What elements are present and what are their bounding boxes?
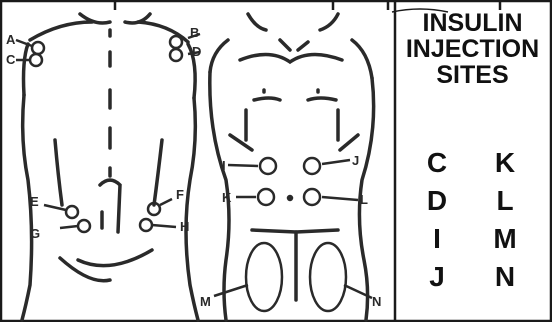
back-injection-sites: [16, 34, 200, 232]
site-letter: I: [417, 222, 457, 256]
label-k: K: [222, 190, 232, 205]
label-n: N: [372, 294, 381, 309]
site-row: J N: [393, 260, 552, 298]
site-letter-grid: C K D L I M J N: [393, 146, 552, 298]
label-h: H: [180, 219, 189, 234]
label-l: L: [360, 192, 368, 207]
label-i: I: [222, 158, 226, 173]
label-m: M: [200, 294, 211, 309]
site-letter: K: [485, 146, 525, 180]
label-g: G: [30, 226, 40, 241]
site-letter: M: [485, 222, 525, 256]
site-row: D L: [393, 184, 552, 222]
sites-panel: INSULIN INJECTION SITES C K D L I M J N: [393, 6, 552, 322]
front-body-outline: [210, 14, 374, 320]
label-a: A: [6, 32, 16, 47]
label-d: D: [192, 44, 201, 59]
title-line-2: INJECTION: [393, 36, 552, 62]
label-j: J: [352, 153, 359, 168]
site-letter: N: [485, 260, 525, 294]
title-line-3: SITES: [393, 62, 552, 88]
front-injection-sites: [214, 158, 372, 311]
site-letter: L: [485, 184, 525, 218]
site-letter: D: [417, 184, 457, 218]
site-letter: C: [417, 146, 457, 180]
label-e: E: [30, 194, 39, 209]
site-row: C K: [393, 146, 552, 184]
site-letter: J: [417, 260, 457, 294]
label-b: B: [190, 25, 199, 40]
label-c: C: [6, 52, 16, 67]
title-line-1: INSULIN: [393, 10, 552, 36]
site-row: I M: [393, 222, 552, 260]
label-f: F: [176, 187, 184, 202]
